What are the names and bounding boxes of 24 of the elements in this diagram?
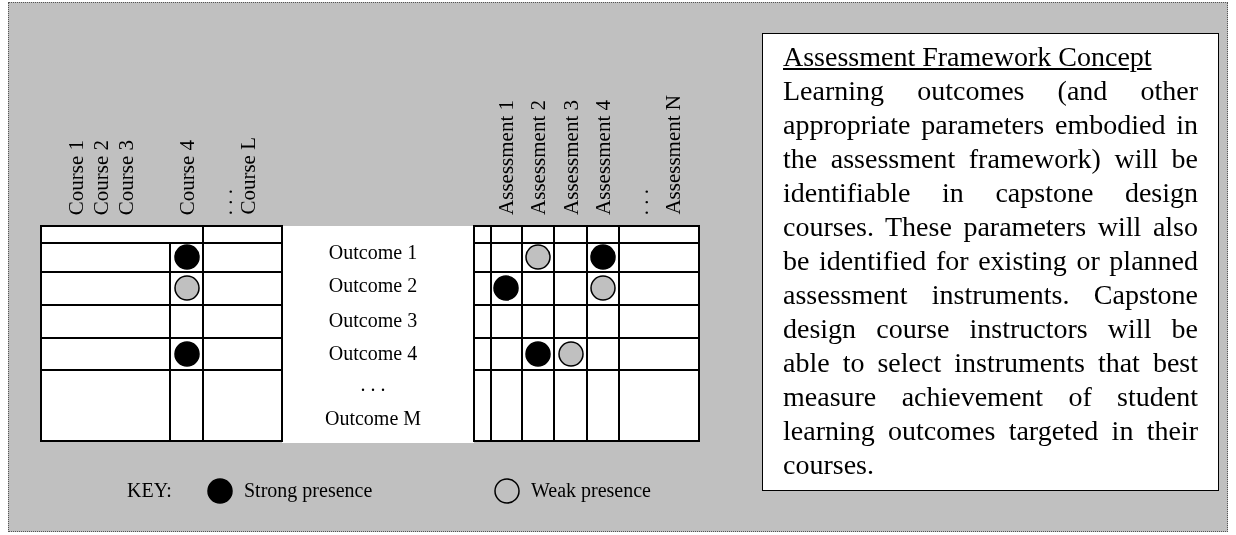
column-header: . . . (213, 188, 237, 215)
column-header: Assessment 3 (559, 100, 583, 215)
box-heading: Assessment Framework Concept (783, 40, 1152, 74)
column-header: Assessment 1 (494, 100, 518, 215)
row-label: Outcome 4 (327, 342, 419, 365)
row-label: Outcome 2 (327, 274, 419, 297)
column-header: Assessment 2 (526, 100, 550, 215)
column-header: Course L (236, 137, 260, 215)
box-paragraph: Learning outcomes (and other appropriate parameters embodied in the assessment framework) will be identifiable in capstone design courses. These parameters will also be identified for existing or planned assessment instruments. Capstone design course instructors will be able to select instruments that best measure achievement of student learning outcomes targeted in their courses. (783, 74, 1198, 482)
column-header: Course 3 (114, 139, 138, 215)
column-header: Course 1 (64, 139, 88, 215)
row-label: Outcome M (323, 407, 423, 430)
column-header: Assessment 4 (591, 100, 615, 215)
row-label: . . . (359, 373, 387, 396)
key-label: KEY: (127, 479, 172, 502)
legend-label: Strong presence (244, 479, 373, 502)
legend-label: Weak presence (531, 479, 651, 502)
column-header: Course 2 (89, 139, 113, 215)
column-header: Assessment N (661, 95, 685, 215)
column-header: Course 4 (175, 139, 199, 215)
row-label: Outcome 3 (327, 309, 419, 332)
column-header: . . . (629, 188, 653, 215)
row-label: Outcome 1 (327, 241, 419, 264)
text-box (762, 33, 1219, 491)
